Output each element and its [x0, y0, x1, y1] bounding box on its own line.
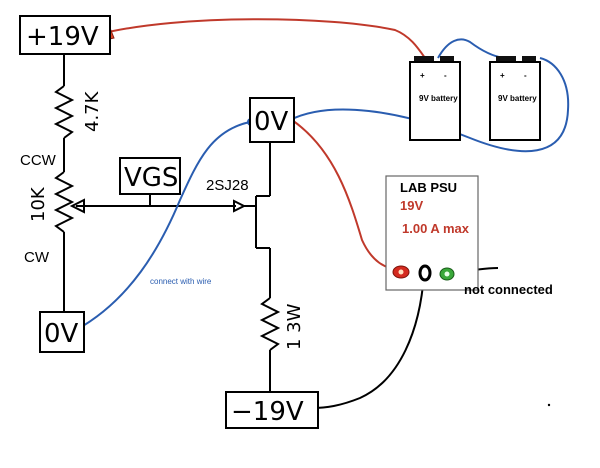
pos19v-label: +19V — [26, 22, 99, 52]
neg19v-label: −19V — [231, 397, 304, 427]
neg19v-box — [225, 391, 319, 429]
battery-2-minus: - — [524, 71, 527, 80]
connect-with-wire-note: connect with wire — [150, 277, 212, 286]
r1-value: 4.7K — [82, 90, 103, 132]
vgs-box — [119, 157, 181, 195]
psu-voltage: 19V — [400, 198, 423, 213]
cw-label: CW — [24, 249, 50, 266]
blue-wire-0v-battery — [289, 57, 570, 153]
red-wire-0v-psu — [291, 119, 399, 271]
battery-2-plus: + — [500, 71, 505, 80]
battery-1-label: 9V battery — [419, 94, 458, 103]
r2-value: 1 3W — [284, 303, 305, 350]
gate-arrow — [233, 199, 247, 213]
battery-1-minus: - — [444, 71, 447, 80]
blue-wire-gnd-link — [75, 121, 251, 331]
battery-2-label: 9V battery — [498, 94, 537, 103]
resistor-1ohm-3w — [259, 297, 281, 351]
gnd-bottom-label: 0V — [44, 319, 79, 349]
psu-title: LAB PSU — [400, 180, 457, 195]
wiper-arrowhead — [69, 198, 85, 214]
black-wire-psu-neg19 — [311, 273, 425, 409]
psu-current: 1.00 A max — [402, 221, 470, 236]
vgs-label: VGS — [124, 163, 178, 193]
battery-2: + - 9V battery — [489, 56, 541, 141]
pos19v-box — [19, 15, 111, 55]
gnd-top-label: 0V — [254, 107, 289, 137]
stray-dot — [547, 403, 551, 407]
potentiometer-10k — [53, 171, 75, 233]
ccw-label: CCW — [20, 152, 57, 169]
battery-1: + - 9V battery — [409, 56, 461, 141]
pot-value: 10K — [28, 186, 49, 222]
gnd-top-box — [249, 97, 295, 143]
blue-wire-battery-link — [437, 38, 505, 59]
gnd-bottom-box — [39, 311, 85, 353]
red-wire-pos19-battery — [99, 18, 426, 59]
psu-terminal-black — [418, 264, 432, 282]
resistor-4k7 — [53, 85, 75, 139]
mosfet-label: 2SJ28 — [206, 177, 249, 194]
not-connected-label: not connected — [464, 282, 553, 297]
battery-1-plus: + — [420, 71, 425, 80]
